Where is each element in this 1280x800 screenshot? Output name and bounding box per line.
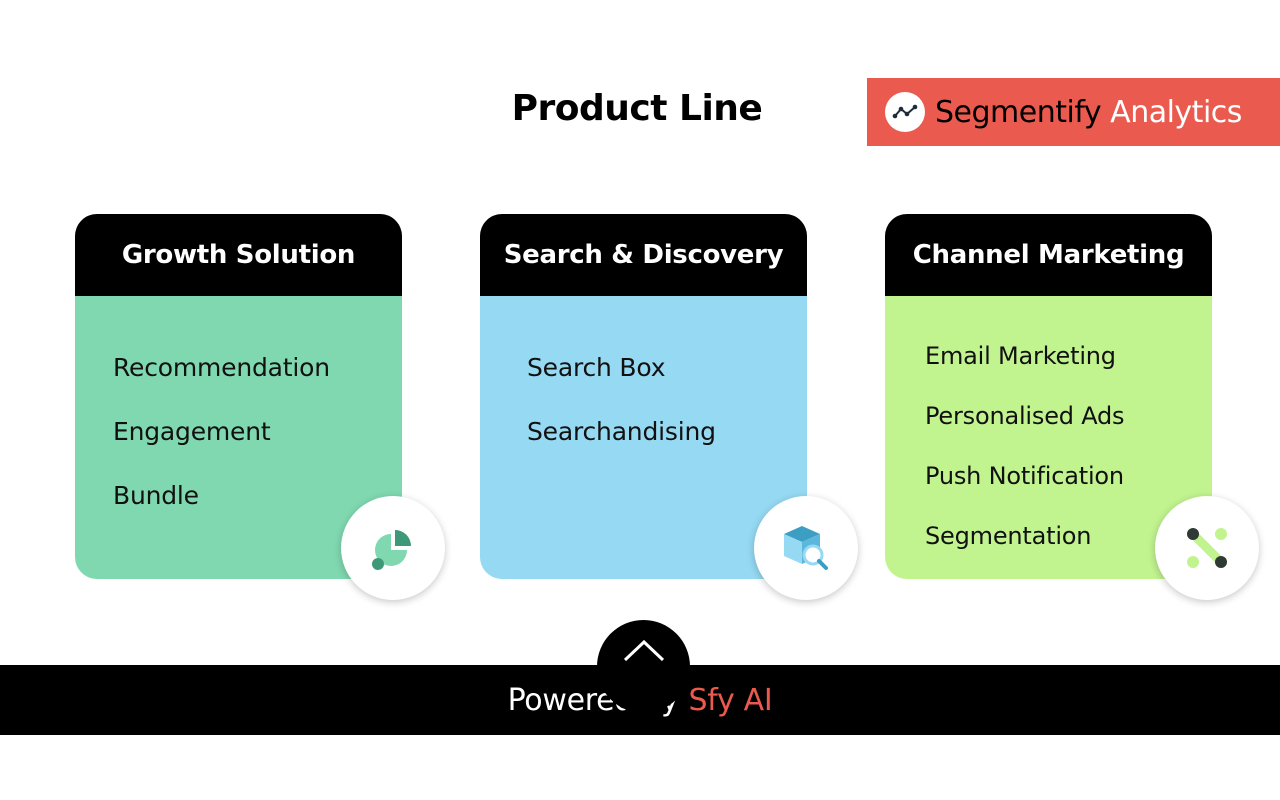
brand-suffix: Analytics [1110,94,1242,130]
card-item-engagement[interactable]: Engagement [113,417,271,446]
card-item-searchandising[interactable]: Searchandising [527,417,716,446]
card-title: Channel Marketing [885,214,1212,296]
card-title: Growth Solution [75,214,402,296]
pie-chart-icon [341,496,445,600]
card-item-bundle[interactable]: Bundle [113,481,199,510]
card-search-discovery[interactable]: Search & Discovery Search Box Searchandi… [480,214,858,600]
brand-badge[interactable]: Segmentify Analytics [867,78,1280,146]
brand-text: Segmentify Analytics [935,95,1242,130]
card-item-recommendation[interactable]: Recommendation [113,353,330,382]
card-body: Search Box Searchandising [480,296,807,579]
card-body: Recommendation Engagement Bundle [75,296,402,579]
page-title: Product Line [511,88,763,129]
expand-toggle-button[interactable] [597,620,690,713]
footer-accent: Sfy AI [688,682,773,718]
analytics-line-icon [885,92,925,132]
cube-search-icon [754,496,858,600]
brand-name: Segmentify [935,94,1102,130]
card-item-push-notification[interactable]: Push Notification [925,462,1124,490]
card-title: Search & Discovery [480,214,807,296]
chevron-up-icon [623,639,664,662]
card-item-personalised-ads[interactable]: Personalised Ads [925,402,1125,430]
nodes-icon [1155,496,1259,600]
card-item-search-box[interactable]: Search Box [527,353,666,382]
card-item-segmentation[interactable]: Segmentation [925,522,1092,550]
card-channel-marketing[interactable]: Channel Marketing Email Marketing Person… [885,214,1259,600]
card-growth-solution[interactable]: Growth Solution Recommendation Engagemen… [75,214,445,600]
card-item-email-marketing[interactable]: Email Marketing [925,342,1116,370]
